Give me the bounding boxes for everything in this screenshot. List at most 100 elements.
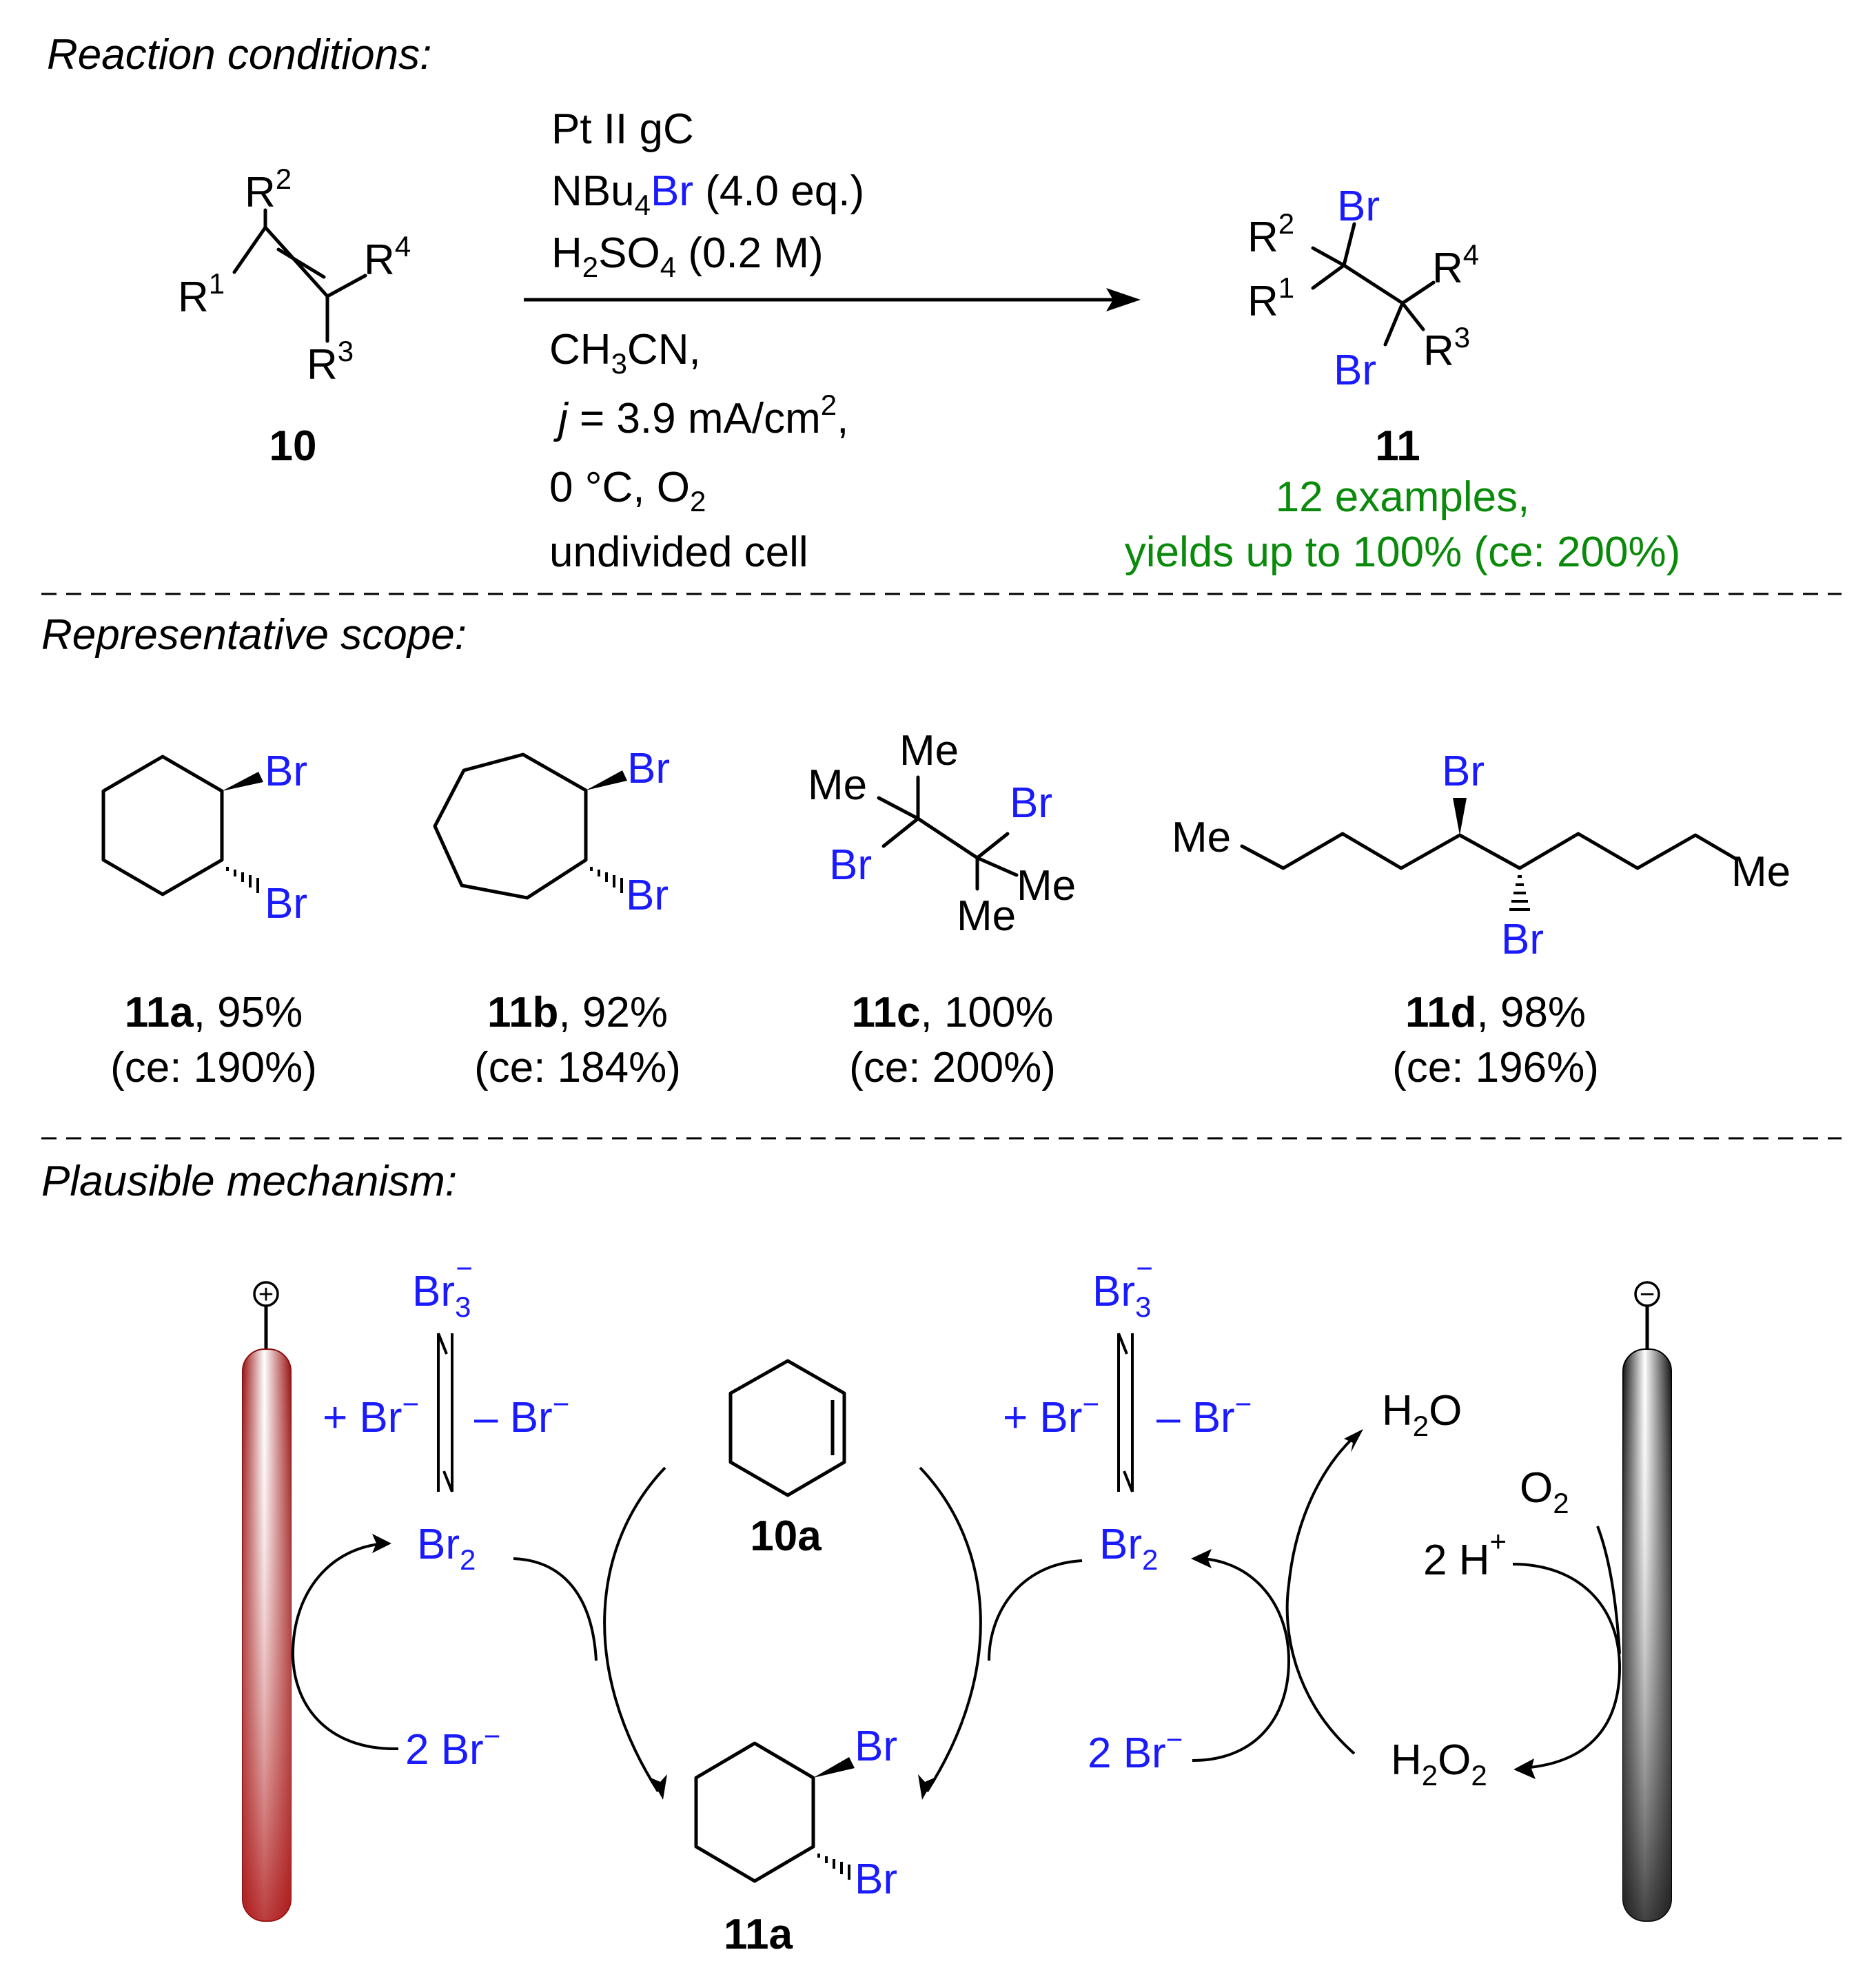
compound-11c-id: 11c bbox=[851, 989, 920, 1036]
conditions-above: Pt II gC NBu4Br (4.0 eq.) H2SO4 (0.2 M) bbox=[551, 105, 864, 283]
product-r3: R bbox=[1423, 327, 1454, 375]
r1-superscript: 1 bbox=[209, 267, 225, 300]
anode-cycle-arrows bbox=[291, 1542, 598, 1751]
me-label: Me bbox=[1172, 814, 1231, 861]
tribromide-sub: 3 bbox=[455, 1291, 471, 1323]
product-r3-sup: 3 bbox=[1454, 321, 1470, 353]
solvent-cn: CN, bbox=[627, 326, 701, 373]
anode-electrode: + bbox=[242, 1280, 292, 1922]
compound-11a-structure: Br Br bbox=[101, 748, 307, 927]
bromine-sub: 2 bbox=[460, 1543, 476, 1576]
peroxide-o-sub: 2 bbox=[1471, 1759, 1487, 1792]
svg-text:NBu4Br (4.0 eq.): NBu4Br (4.0 eq.) bbox=[551, 167, 864, 221]
add-bromide: + Br bbox=[1003, 1394, 1082, 1441]
me-label: Me bbox=[1017, 862, 1076, 910]
remove-bromide: – Br bbox=[1156, 1394, 1235, 1441]
conversion-arrows bbox=[603, 1466, 982, 1793]
bromide-charge: − bbox=[484, 1720, 501, 1752]
me-label: Me bbox=[808, 761, 867, 809]
remove-bromide: – Br bbox=[474, 1394, 553, 1441]
bromide-cycle-arrows bbox=[988, 1557, 1291, 1762]
svg-text:O2: O2 bbox=[1520, 1464, 1569, 1519]
temp-o2: 0 °C, O bbox=[549, 464, 690, 511]
conditions-heading: Reaction conditions: bbox=[47, 31, 431, 79]
reagent-nbu-sub: 4 bbox=[635, 189, 651, 221]
current-sup: 2 bbox=[821, 389, 837, 421]
compound-11a-yield: , 95% bbox=[194, 989, 303, 1036]
product-r1: R bbox=[1247, 278, 1278, 325]
arrowhead bbox=[651, 1774, 667, 1800]
br-label: Br bbox=[626, 872, 669, 919]
reagent-nbu: NBu bbox=[551, 167, 635, 215]
compound-11d-yield: , 98% bbox=[1476, 989, 1586, 1036]
br-label: Br bbox=[855, 1856, 897, 1903]
acid-h: H bbox=[551, 229, 582, 277]
svg-text:R4: R4 bbox=[364, 230, 411, 284]
svg-text:Br3−: Br3− bbox=[1092, 1252, 1153, 1323]
bromine-br: Br bbox=[1099, 1521, 1142, 1568]
svg-text:Br3−: Br3 − bbox=[412, 1252, 473, 1323]
current-value: = 3.9 mA/cm bbox=[568, 395, 821, 442]
proton-charge: + bbox=[1489, 1525, 1507, 1557]
acid-so-sub: 4 bbox=[660, 251, 676, 283]
mechanism-heading: Plausible mechanism: bbox=[41, 1158, 457, 1205]
compound-11a-ce: (ce: 190%) bbox=[110, 1044, 317, 1091]
peroxide-h: H bbox=[1391, 1736, 1422, 1784]
tribromide-charge: − bbox=[1136, 1252, 1153, 1284]
svg-text:R1: R1 bbox=[178, 267, 225, 321]
br-label: Br bbox=[1501, 916, 1544, 963]
current-j: j bbox=[553, 395, 569, 442]
bromine-br: Br bbox=[417, 1521, 460, 1568]
product-br-bottom: Br bbox=[1334, 347, 1376, 394]
cathode-sign: − bbox=[1640, 1280, 1655, 1309]
br-label: Br bbox=[265, 880, 307, 927]
svg-text:+ Br−: + Br− bbox=[323, 1388, 419, 1441]
svg-text:11b, 92%: 11b, 92% bbox=[487, 989, 668, 1036]
cell-type: undivided cell bbox=[549, 528, 808, 576]
bromide-count: 2 Br bbox=[405, 1726, 484, 1774]
svg-text:R2: R2 bbox=[1247, 207, 1294, 261]
reactant-id: 10 bbox=[269, 422, 317, 470]
product-11a-structure: Br Br bbox=[694, 1723, 897, 1903]
equilibrium-arrows-left bbox=[437, 1333, 453, 1492]
svg-text:11d, 98%: 11d, 98% bbox=[1405, 989, 1586, 1036]
svg-text:2 Br−: 2 Br− bbox=[405, 1720, 500, 1774]
add-bromide-charge: − bbox=[402, 1388, 419, 1420]
mechanism-product-id: 11a bbox=[724, 1911, 793, 1958]
svg-text:– Br−: – Br− bbox=[474, 1388, 569, 1441]
svg-text:– Br−: – Br− bbox=[1156, 1388, 1252, 1441]
br-label: Br bbox=[1442, 748, 1485, 795]
compound-11d-ce: (ce: 196%) bbox=[1392, 1044, 1599, 1091]
bromide-charge: − bbox=[1166, 1723, 1183, 1756]
product-br-top: Br bbox=[1337, 183, 1380, 230]
compound-11d-structure: Me Br Br Me bbox=[1172, 748, 1791, 963]
svg-text:H2O2: H2O2 bbox=[1391, 1736, 1487, 1792]
svg-text:0 °C, O2: 0 °C, O2 bbox=[549, 464, 706, 517]
reactant-alkene-10: R2 R1 R4 R3 10 bbox=[178, 163, 411, 470]
product-dibromide-11: Br R2 R1 R4 R3 Br 11 bbox=[1247, 183, 1479, 470]
add-bromide: + Br bbox=[323, 1394, 402, 1441]
oxygen-sub: 2 bbox=[1553, 1487, 1569, 1519]
svg-text:CH3CN,: CH3CN, bbox=[549, 326, 701, 380]
arrowhead bbox=[1191, 1549, 1212, 1568]
cathode-reduction-arrows bbox=[1512, 1526, 1622, 1769]
arrowhead bbox=[372, 1534, 391, 1553]
product-r2-sup: 2 bbox=[1278, 207, 1294, 240]
cathode-electrode: − bbox=[1622, 1280, 1672, 1922]
r3-superscript: 3 bbox=[338, 335, 354, 367]
tribromide-charge: − bbox=[456, 1252, 473, 1284]
svg-text:2 Br−: 2 Br− bbox=[1088, 1723, 1183, 1777]
reaction-arrowhead bbox=[1106, 288, 1141, 311]
r2-superscript: 2 bbox=[276, 163, 292, 195]
tribromide-br: Br bbox=[412, 1268, 455, 1315]
bromine-sub: 2 bbox=[1142, 1543, 1158, 1576]
scope-heading: Representative scope: bbox=[41, 611, 467, 659]
compound-11b-structure: Br Br bbox=[433, 745, 670, 919]
peroxide-h-sub: 2 bbox=[1422, 1759, 1438, 1792]
svg-text:R3: R3 bbox=[307, 335, 354, 389]
remove-bromide-charge: − bbox=[553, 1388, 570, 1420]
compound-11b-yield: , 92% bbox=[558, 989, 668, 1036]
bromide-count: 2 Br bbox=[1088, 1729, 1166, 1777]
arrowhead bbox=[918, 1774, 935, 1800]
